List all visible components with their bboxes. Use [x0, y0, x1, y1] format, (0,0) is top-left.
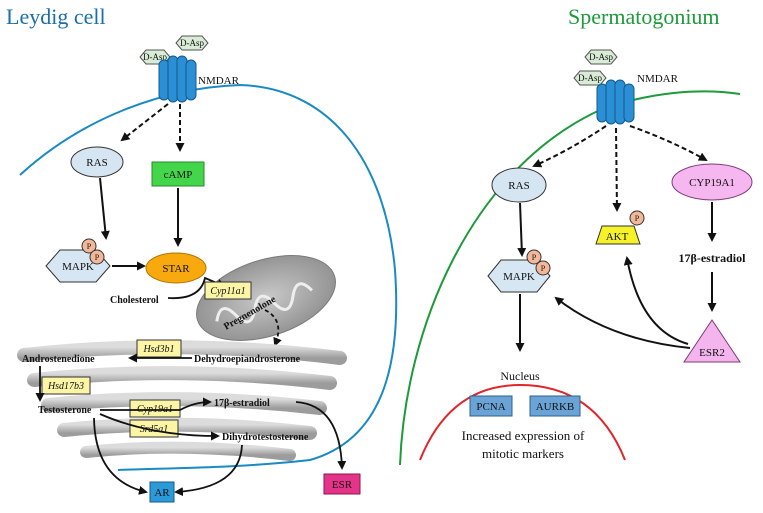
ligand-d-asp-2-label: D-Asp — [180, 38, 204, 48]
mapk-label-right: MAPK — [503, 271, 535, 283]
cyp11a1-label: Cyp11a1 — [210, 286, 245, 297]
cyp11a1-enzyme-box — [204, 281, 252, 300]
expression-text-line-2: mitotic markers — [482, 446, 564, 461]
ar-label: AR — [154, 487, 170, 499]
hsd3b1-label: Hsd3b1 — [142, 344, 174, 355]
ligand-d-asp-3-label: D-Asp — [589, 52, 613, 62]
akt-label: AKT — [606, 231, 629, 243]
nmdar-label-left: NMDAR — [198, 75, 240, 87]
ligand-d-asp-3: D-Asp — [584, 49, 618, 65]
phospho-mapk-right-1 — [526, 249, 542, 265]
aurkb-label: AURKB — [536, 401, 575, 413]
cholesterol-label: Cholesterol — [110, 295, 159, 306]
arrow-cholesterol-to-pregnenolone — [167, 276, 226, 300]
ras-node-left — [70, 146, 124, 178]
cyp19a1-protein-node — [671, 163, 753, 201]
spermatogonium-membrane — [399, 90, 741, 466]
hsd17b3-label: Hsd17b3 — [47, 381, 84, 392]
esr2-node — [683, 319, 741, 363]
estradiol-label-right: 17β-estradiol — [679, 251, 747, 265]
mapk-label-left: MAPK — [62, 261, 94, 273]
androstenedione-label: Androstenedione — [22, 354, 95, 365]
arrow-dht-to-ar — [174, 444, 243, 497]
pcna-label: PCNA — [476, 401, 505, 413]
phospho-label-mapk-left-1: P — [87, 242, 92, 251]
ligand-d-asp-4-label: D-Asp — [578, 73, 602, 83]
camp-label: cAMP — [164, 169, 193, 181]
arrow-estradiol-to-esr — [295, 401, 347, 470]
phospho-label-akt: P — [635, 214, 640, 223]
nmdar-label-right: NMDAR — [637, 73, 679, 85]
expression-text-line-1: Increased expression of — [462, 428, 585, 443]
spermatogonium-title: Spermatogonium — [568, 4, 720, 29]
cyp19a1-enzyme-box — [129, 399, 181, 418]
camp-node — [151, 161, 205, 187]
ar-node — [149, 481, 175, 503]
phospho-label-mapk-right-1: P — [532, 253, 537, 262]
nmdar-receptor-right — [596, 79, 635, 125]
arrow-testosterone-to-estradiol-left — [100, 397, 212, 411]
ras-node-right — [491, 167, 547, 203]
arrow-esr2-to-akt — [623, 256, 689, 345]
star-label: STAR — [162, 263, 190, 275]
phospho-akt — [629, 210, 645, 226]
esr-label: ESR — [332, 479, 353, 491]
aurkb-marker-box — [529, 395, 581, 417]
esr-node — [323, 473, 361, 495]
testosterone-label: Testosterone — [38, 405, 92, 416]
arrow-nmdar-to-akt — [612, 127, 622, 212]
phospho-label-mapk-right-2: P — [541, 264, 546, 273]
phospho-mapk-right-2 — [535, 260, 551, 276]
star-node — [145, 252, 207, 284]
pcna-marker-box — [469, 395, 513, 417]
ras-label-left: RAS — [86, 157, 107, 169]
dhea-label: Dehydroepiandrosterone — [194, 354, 301, 365]
mapk-node-right: MAPK — [487, 259, 551, 293]
dht-label: Dihydrotestosterone — [222, 432, 309, 443]
arrow-esr2-to-mapk — [554, 296, 691, 349]
arrow-testosterone-to-ar — [93, 417, 148, 495]
hsd3b1-enzyme-box — [136, 339, 182, 358]
arrow-nmdar-to-cyp19a1 — [629, 125, 708, 161]
esr2-label: ESR2 — [699, 347, 725, 359]
leydig-cell-title: Leydig cell — [6, 4, 106, 29]
mitochondrion — [196, 255, 336, 341]
hsd17b3-enzyme-box — [41, 376, 91, 395]
phospho-mapk-left-2 — [89, 249, 105, 265]
ras-label-right: RAS — [508, 180, 529, 192]
estradiol-label-left: 17β-estradiol — [214, 398, 270, 409]
arrow-pregnenolone-to-dhea — [264, 309, 282, 347]
phospho-label-mapk-left-2: P — [95, 253, 100, 262]
cyp19a1-protein-label: CYP19A1 — [689, 177, 735, 189]
arrow-ras-to-mapk-right — [517, 202, 527, 257]
nucleus-membrane — [419, 383, 626, 461]
ligand-d-asp-1-label: D-Asp — [143, 52, 167, 62]
arrow-ras-to-mapk-left — [99, 177, 110, 240]
akt-node — [595, 225, 641, 245]
arrow-nmdar-to-ras-right — [532, 125, 607, 168]
arrow-testosterone-to-dht — [99, 413, 220, 441]
ligand-d-asp-4: D-Asp — [573, 70, 607, 86]
phospho-mapk-left-1 — [81, 238, 97, 254]
nucleus-label: Nucleus — [500, 369, 540, 383]
arrow-nmdar-to-ras-left — [120, 103, 169, 142]
ligand-d-asp-2: D-Asp — [175, 35, 209, 51]
nmdar-receptor-left — [158, 55, 197, 103]
